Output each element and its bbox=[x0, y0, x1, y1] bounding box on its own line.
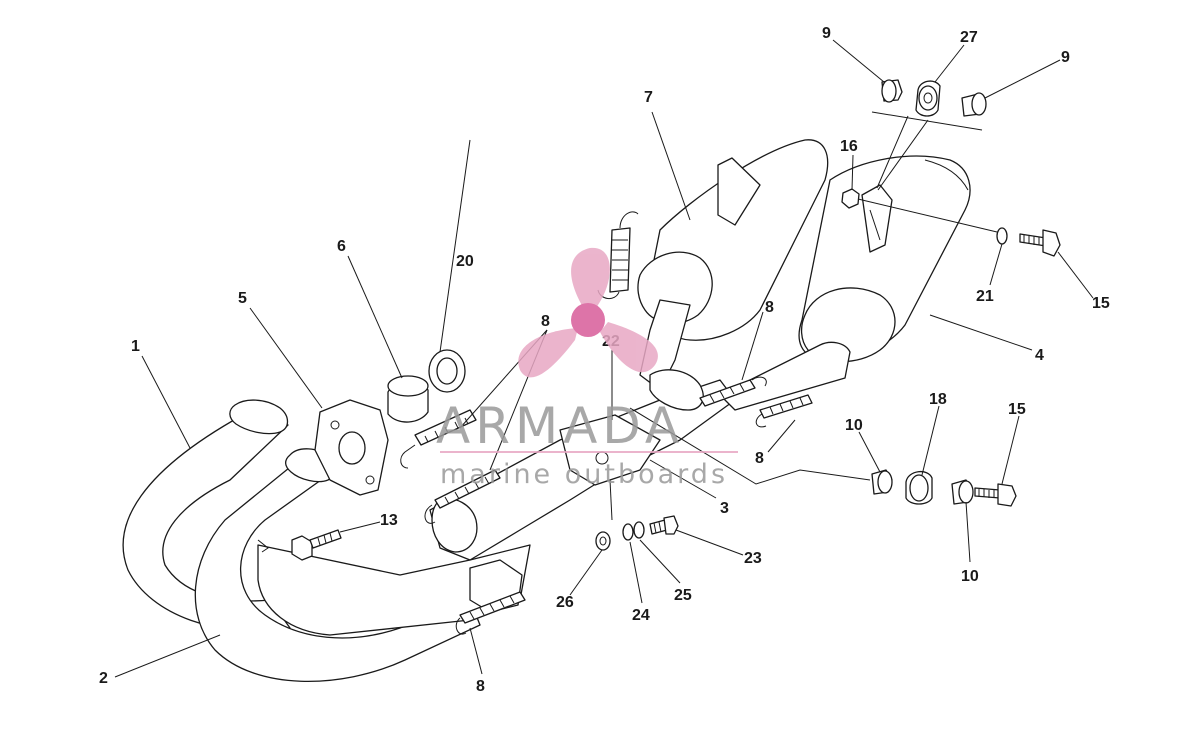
leader-16-line bbox=[857, 198, 998, 233]
leader-lines bbox=[114, 39, 1094, 678]
callout-2: 2 bbox=[99, 670, 108, 687]
callout-23: 23 bbox=[744, 550, 762, 567]
callout-6: 6 bbox=[337, 238, 346, 255]
rubber-mount-18 bbox=[905, 471, 933, 505]
rubber-mount-27 bbox=[915, 80, 941, 117]
callout-24: 24 bbox=[632, 607, 650, 624]
spring-8-a bbox=[400, 409, 477, 469]
washer-26 bbox=[595, 531, 611, 551]
washer-25 bbox=[633, 521, 645, 539]
callout-10-upper: 10 bbox=[845, 417, 863, 434]
bushing-10-right bbox=[951, 479, 974, 505]
callout-4: 4 bbox=[1035, 347, 1044, 364]
spring-8-e bbox=[755, 394, 813, 428]
callout-13: 13 bbox=[380, 512, 398, 529]
silencer-7 bbox=[637, 139, 829, 411]
watermark-brand: ARMADA bbox=[436, 397, 684, 455]
callout-8-left: 8 bbox=[541, 313, 550, 330]
silencer-4 bbox=[719, 155, 971, 411]
bracket-lines-to-silencer bbox=[876, 115, 929, 191]
callout-16: 16 bbox=[840, 138, 858, 155]
callout-5: 5 bbox=[238, 290, 247, 307]
bushing-9-right bbox=[961, 92, 987, 117]
bushing-6 bbox=[387, 375, 429, 423]
callout-labels: 1 2 3 4 5 6 7 8 8 8 8 9 9 10 10 13 15 15… bbox=[99, 25, 1110, 695]
spring-8-f bbox=[424, 469, 501, 524]
callout-1: 1 bbox=[131, 338, 140, 355]
callout-18: 18 bbox=[929, 391, 947, 408]
callout-8-upper-right: 8 bbox=[765, 299, 774, 316]
callout-21: 21 bbox=[976, 288, 994, 305]
washer-21 bbox=[996, 227, 1008, 245]
callout-26: 26 bbox=[556, 594, 574, 611]
callout-15-upper: 15 bbox=[1092, 295, 1110, 312]
callout-27: 27 bbox=[960, 29, 978, 46]
callout-7: 7 bbox=[644, 89, 653, 106]
watermark-tagline: marine outboards bbox=[440, 459, 728, 490]
propeller-logo bbox=[518, 247, 658, 378]
bracket-line-10 bbox=[629, 407, 871, 485]
bolt-23 bbox=[649, 515, 679, 535]
callout-3: 3 bbox=[720, 500, 729, 517]
flange-5 bbox=[314, 399, 389, 496]
callout-15-lower: 15 bbox=[1008, 401, 1026, 418]
bolt-15-upper bbox=[1019, 229, 1061, 257]
armada-watermark: ARMADA marine outboards bbox=[436, 247, 738, 490]
bolt-15-lower bbox=[974, 483, 1017, 507]
callout-20: 20 bbox=[456, 253, 474, 270]
spring-8-c bbox=[699, 376, 767, 407]
callout-8-mid-right: 8 bbox=[755, 450, 764, 467]
header-pipe-2 bbox=[194, 448, 531, 683]
spring-8-d bbox=[455, 591, 526, 635]
callout-9-left: 9 bbox=[822, 25, 831, 42]
washer-24 bbox=[622, 523, 634, 541]
bushing-9-left bbox=[881, 79, 903, 103]
callout-25: 25 bbox=[674, 587, 692, 604]
callout-8-bottom: 8 bbox=[476, 678, 485, 695]
callout-10-lower: 10 bbox=[961, 568, 979, 585]
bolt-13 bbox=[291, 529, 342, 561]
callout-9-right: 9 bbox=[1061, 49, 1070, 66]
bushing-10-left bbox=[871, 469, 893, 495]
gasket-20 bbox=[428, 349, 466, 393]
